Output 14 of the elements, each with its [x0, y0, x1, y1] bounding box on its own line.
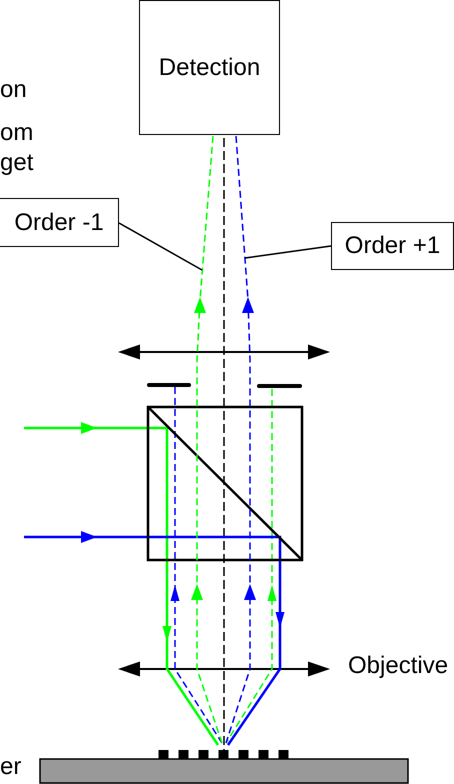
box-text: Detection: [158, 54, 260, 82]
component-label: Objective: [348, 651, 448, 681]
component-label: er: [0, 752, 22, 782]
caption-text: om get: [0, 118, 34, 178]
diffracted-ray: [225, 136, 256, 744]
leader-line: [244, 245, 332, 259]
caption-text: on: [0, 75, 27, 105]
callout-text: Order +1: [344, 232, 440, 260]
callout-box: [0, 198, 119, 247]
leader-line: [118, 222, 202, 271]
detector-box: [139, 0, 280, 135]
callout-box: [331, 222, 454, 270]
diffracted-ray: [191, 136, 223, 744]
callout-text: Order -1: [14, 208, 104, 236]
